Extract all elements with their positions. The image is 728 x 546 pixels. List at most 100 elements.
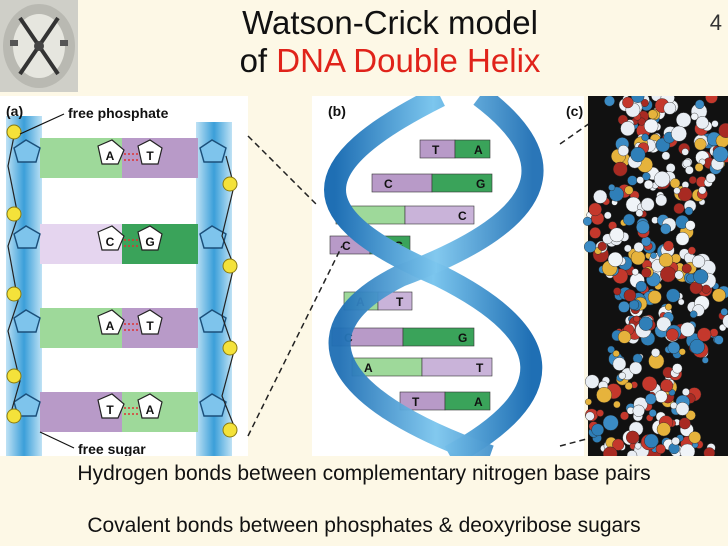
atom <box>626 430 640 445</box>
atom <box>712 288 726 303</box>
atom <box>689 339 705 355</box>
atom <box>690 112 699 121</box>
atom <box>624 382 633 391</box>
atom <box>585 411 595 421</box>
atom <box>675 231 690 246</box>
panel-a-label: (a) <box>6 103 23 119</box>
base-letter: T <box>412 395 420 409</box>
caption-hydrogen-bonds: Hydrogen bonds between complementary nit… <box>77 462 651 485</box>
base-letter: A <box>106 319 115 333</box>
atom <box>613 161 628 177</box>
phosphate <box>222 422 238 438</box>
atom <box>636 220 650 234</box>
atom <box>701 284 711 294</box>
phosphate <box>6 124 22 140</box>
atom <box>685 165 694 175</box>
atom <box>609 227 625 243</box>
atom <box>588 202 602 217</box>
phosphate <box>222 340 238 356</box>
atom <box>678 417 691 430</box>
atom <box>695 116 709 130</box>
atom <box>629 361 643 375</box>
base-letter: G <box>458 331 467 345</box>
atom <box>647 109 658 120</box>
atom <box>675 112 692 128</box>
atom <box>630 146 646 163</box>
atom <box>637 117 646 126</box>
atom <box>693 269 709 285</box>
panel-c-label: (c) <box>566 103 583 119</box>
atom <box>685 410 696 421</box>
atom <box>624 185 634 195</box>
atom <box>585 398 592 406</box>
atom <box>688 431 701 444</box>
phosphate <box>6 286 22 302</box>
atom <box>663 240 674 252</box>
atom <box>604 211 612 220</box>
atom <box>666 288 681 303</box>
atom <box>666 328 679 341</box>
base-letter: T <box>396 295 404 309</box>
atom <box>714 335 724 345</box>
base-letter: G <box>145 235 154 249</box>
atom <box>635 280 647 293</box>
atom <box>660 379 674 393</box>
title-line-1: Watson-Crick model <box>242 4 538 41</box>
atom <box>655 194 668 207</box>
phosphate <box>222 258 238 274</box>
atom <box>660 266 677 283</box>
atom <box>632 353 643 364</box>
atom <box>651 348 661 358</box>
atom <box>663 102 677 115</box>
atom <box>648 409 657 417</box>
sugar-pentagon <box>13 225 41 249</box>
atom <box>705 172 716 183</box>
base-letter: T <box>476 361 484 375</box>
atom <box>689 310 698 319</box>
atom <box>650 252 657 259</box>
base-letter: A <box>364 361 373 375</box>
sugar-pentagon <box>199 309 227 333</box>
helix-strand-2 <box>328 87 544 467</box>
atom <box>694 138 707 151</box>
atom <box>673 202 685 214</box>
slide-title: Watson-Crick model of DNA Double Helix <box>150 4 630 80</box>
atom <box>641 267 652 278</box>
atom <box>681 148 689 156</box>
atom <box>618 301 630 313</box>
atom <box>643 179 654 190</box>
atom <box>694 163 704 172</box>
atom <box>674 270 684 280</box>
base-letter: A <box>474 143 483 157</box>
atom <box>617 144 630 157</box>
atom <box>627 175 638 186</box>
panel-c-space-filling-model: (c) <box>566 89 728 462</box>
helix-strand-1 <box>324 86 543 466</box>
phosphate <box>6 408 22 424</box>
atom <box>712 146 728 163</box>
atom <box>661 151 671 161</box>
free-phosphate-label: free phosphate <box>68 105 169 121</box>
sugar-pentagon <box>13 139 41 163</box>
base-letter: T <box>146 319 154 333</box>
atom <box>658 253 674 268</box>
base-letter: C <box>106 235 115 249</box>
atom <box>718 122 728 138</box>
atom <box>589 227 602 239</box>
atom <box>641 133 650 142</box>
atom <box>688 176 697 185</box>
atom <box>613 400 621 409</box>
atom <box>656 422 671 437</box>
atom <box>624 244 632 253</box>
atom <box>722 314 728 329</box>
base-letter: C <box>458 209 467 223</box>
atom <box>618 372 626 380</box>
